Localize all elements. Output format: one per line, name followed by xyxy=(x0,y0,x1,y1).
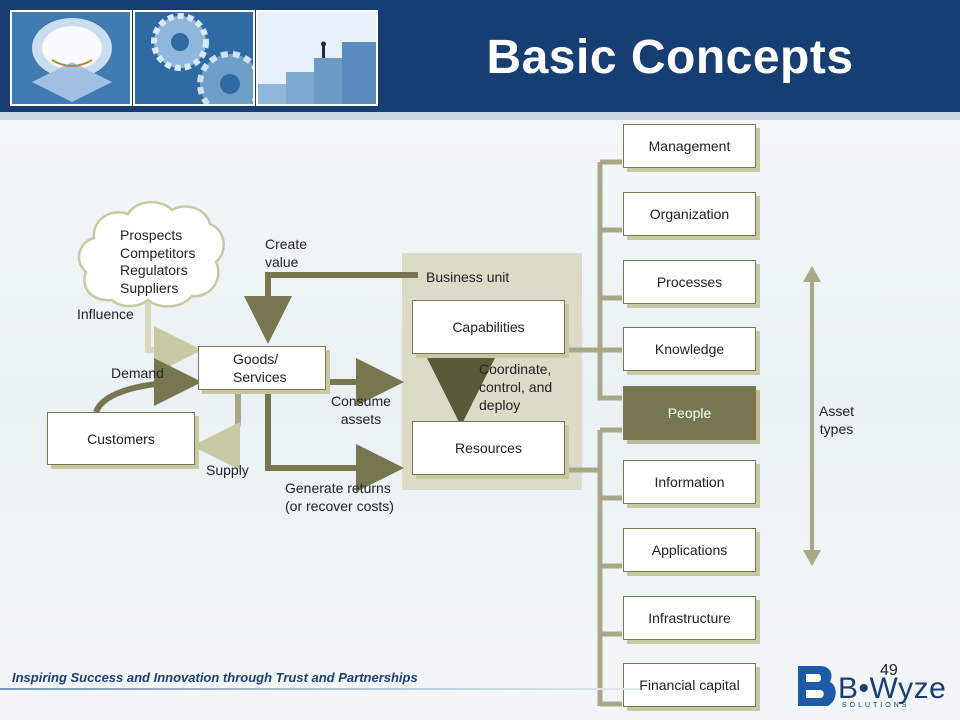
cloud-item: Regulators xyxy=(120,262,188,278)
asset-box-applications: Applications xyxy=(623,528,756,572)
customers-box: Customers xyxy=(47,412,195,465)
create-value-label: Create value xyxy=(265,236,308,270)
supply-label: Supply xyxy=(206,462,249,478)
create-value-arrow xyxy=(244,272,418,344)
asset-label: Infrastructure xyxy=(648,610,731,626)
asset-box-organization: Organization xyxy=(623,192,756,236)
stairs-photo xyxy=(256,10,378,106)
header-band xyxy=(0,112,960,120)
footer-tagline: Inspiring Success and Innovation through… xyxy=(12,670,418,685)
gears-photo xyxy=(133,10,255,106)
slide-title: Basic Concepts xyxy=(486,31,854,84)
asset-label: Organization xyxy=(649,206,730,222)
footer-divider xyxy=(0,688,640,690)
asset-label: Processes xyxy=(656,274,723,290)
asset-box-management: Management xyxy=(623,124,756,168)
page-number: 49 xyxy=(880,662,898,679)
asset-box-knowledge: Knowledge xyxy=(623,327,756,371)
logo-subtitle: SOLUTIONS xyxy=(842,702,910,709)
influence-label: Influence xyxy=(77,306,134,322)
capabilities-label: Capabilities xyxy=(452,319,525,335)
logo-wordmark: B•Wyze xyxy=(838,672,947,705)
demand-arrow xyxy=(93,358,202,414)
consume-assets-label: Consume assets xyxy=(331,393,391,427)
demand-label: Demand xyxy=(111,365,164,381)
customers-label: Customers xyxy=(87,430,155,447)
resources-label: Resources xyxy=(455,440,522,456)
stakeholder-cloud xyxy=(77,201,225,308)
influence-arrow xyxy=(145,302,202,374)
bwyze-logo xyxy=(790,660,950,715)
capabilities-bracket xyxy=(566,159,622,401)
asset-box-information: Information xyxy=(623,460,756,504)
asset-label: Management xyxy=(648,138,731,154)
bwyze-logo-icon xyxy=(798,666,836,706)
goods-services-box: Goods/ Services xyxy=(198,346,326,390)
asset-box-processes: Processes xyxy=(623,260,756,304)
lightbulb-photo xyxy=(10,10,132,106)
cloud-item: Competitors xyxy=(120,245,196,261)
resources-box: Resources xyxy=(412,421,565,475)
capabilities-box: Capabilities xyxy=(412,300,565,354)
coordinate-label: Coordinate, control, and deploy xyxy=(479,361,553,413)
asset-label: Information xyxy=(654,474,725,490)
asset-box-financial-capital: Financial capital xyxy=(623,663,756,707)
business-unit-label: Business unit xyxy=(426,269,510,285)
cloud-item: Prospects xyxy=(120,227,183,243)
asset-box-people: People xyxy=(623,386,756,440)
generate-returns-label: Generate returns (or recover costs) xyxy=(285,480,394,514)
resources-bracket xyxy=(566,427,622,707)
asset-label: Financial capital xyxy=(639,677,740,693)
cloud-item: Suppliers xyxy=(120,280,179,296)
asset-label: Applications xyxy=(651,542,728,558)
asset-label: People xyxy=(667,405,712,421)
asset-label: Knowledge xyxy=(654,341,725,357)
asset-types-arrow xyxy=(803,266,821,566)
supply-arrow xyxy=(192,392,241,470)
asset-box-infrastructure: Infrastructure xyxy=(623,596,756,640)
asset-types-label: Asset types xyxy=(819,403,855,437)
generate-returns-arrow xyxy=(265,392,404,492)
goods-services-label: Goods/ Services xyxy=(233,351,287,385)
